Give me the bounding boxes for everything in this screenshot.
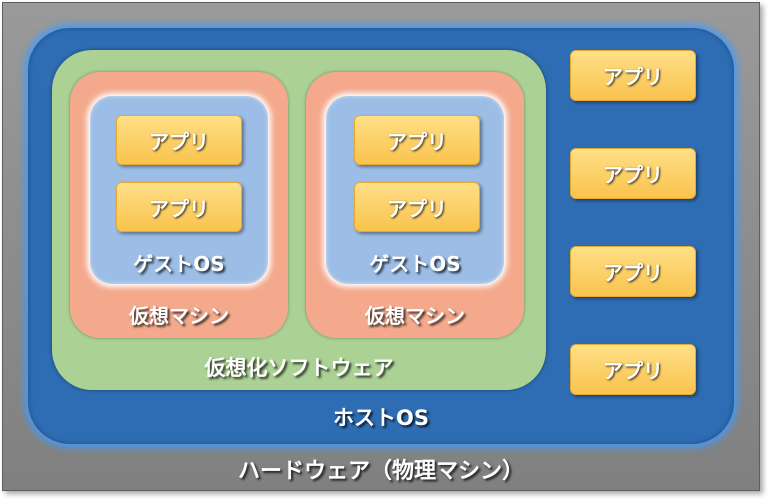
guest-os-2-app-2: アプリ [354, 182, 480, 232]
guest-os-1-app-2: アプリ [116, 182, 242, 232]
guest-os-2-app-1: アプリ [354, 115, 480, 165]
host-os-app-2: アプリ [570, 148, 696, 199]
host-os-label: ホストOS [333, 406, 429, 430]
guest-os-1-label: ゲストOS [133, 252, 225, 276]
hardware-label: ハードウェア（物理マシン） [237, 459, 524, 484]
guest-os-1-app-1: アプリ [116, 115, 242, 165]
host-os-app-3: アプリ [570, 246, 696, 297]
host-os-app-1: アプリ [570, 50, 696, 101]
host-os-app-4: アプリ [570, 344, 696, 395]
virtualization-software-label: 仮想化ソフトウェア [204, 356, 394, 380]
virtual-machine-2-label: 仮想マシン [365, 304, 465, 328]
guest-os-2-label: ゲストOS [369, 252, 461, 276]
virtual-machine-1-label: 仮想マシン [129, 304, 229, 328]
